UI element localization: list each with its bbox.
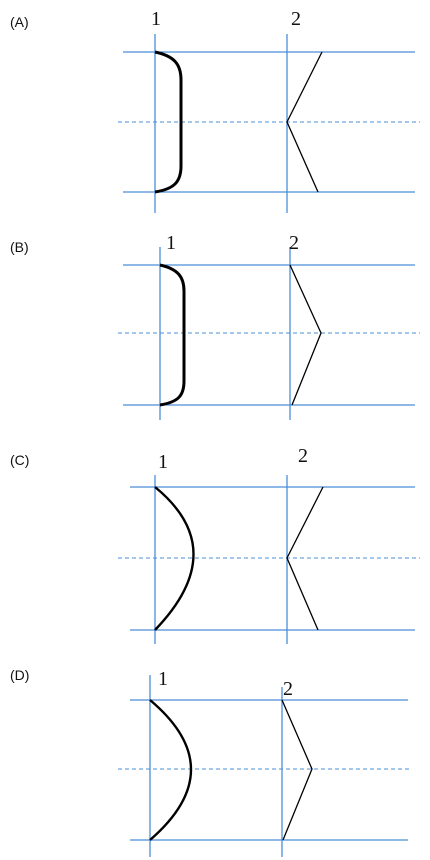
flat-velocity-profile	[159, 263, 186, 407]
panel-label-b: (B)	[10, 239, 29, 255]
flat-velocity-profile	[154, 50, 183, 194]
marker-1-label: 1	[158, 451, 168, 473]
marker-1-label: 1	[151, 8, 161, 30]
marker-1-label: 1	[158, 668, 168, 690]
panel-label-c: (C)	[10, 452, 30, 468]
marker-2-label: 2	[291, 8, 301, 30]
triangular-profile	[286, 486, 324, 631]
marker-1-label: 1	[166, 232, 176, 254]
panel-c: (C) 1 2	[0, 430, 430, 645]
profile-diagram-a: 1 2	[118, 8, 420, 213]
panel-a: (A) 1 2	[0, 0, 430, 215]
profile-diagram-c: 1 2	[118, 445, 420, 644]
panel-d: (D) 1 2	[0, 645, 430, 860]
profile-diagram-b: 1 2	[118, 232, 420, 420]
triangular-profile	[281, 699, 313, 841]
marker-2-label: 2	[283, 678, 293, 700]
parabolic-velocity-profile	[149, 699, 193, 841]
parabolic-velocity-profile	[154, 486, 195, 631]
panel-label-d: (D)	[10, 667, 30, 683]
marker-2-label: 2	[289, 232, 299, 254]
panel-label-a: (A)	[10, 14, 29, 30]
triangular-profile	[286, 51, 323, 193]
triangular-profile	[289, 264, 322, 406]
panel-b: (B) 1 2	[0, 215, 430, 430]
marker-2-label: 2	[298, 445, 308, 467]
profile-diagram-d: 1 2	[118, 668, 412, 857]
